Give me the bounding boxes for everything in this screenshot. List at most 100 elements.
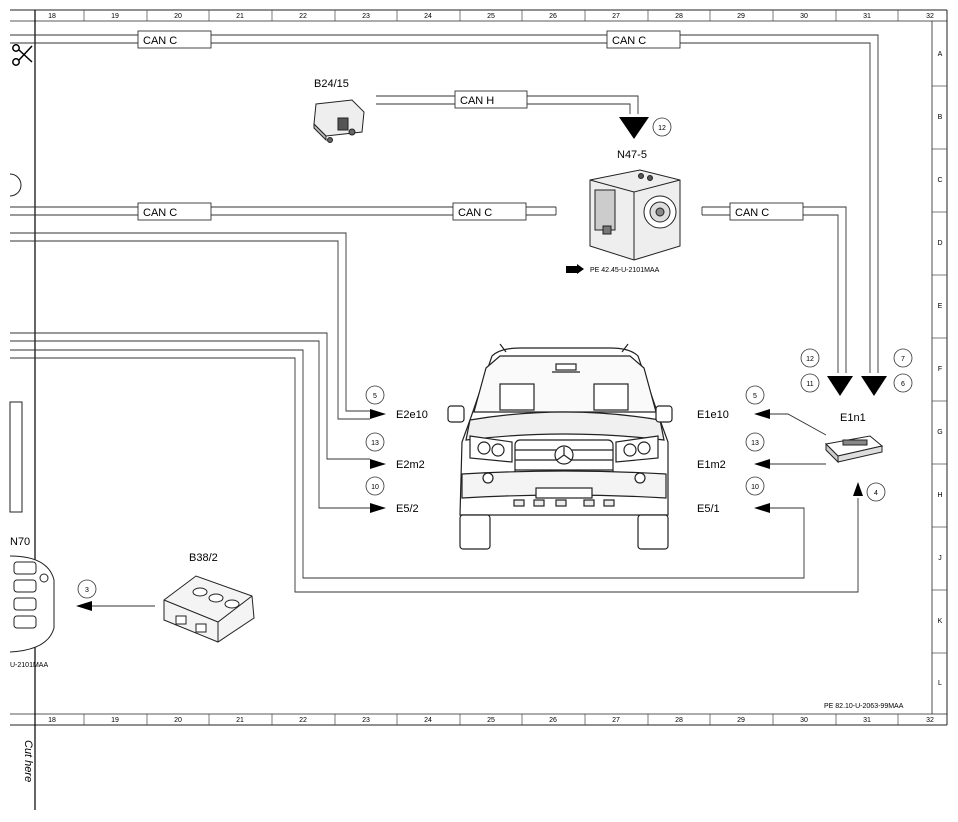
circle-number: 11 bbox=[806, 381, 813, 388]
cut-here-text: Cut here bbox=[22, 740, 34, 782]
can-c-top-bus bbox=[10, 34, 879, 373]
col-label: 19 bbox=[111, 717, 119, 724]
reference-pointer-icon bbox=[566, 264, 584, 274]
e5-2-label: E5/2 bbox=[396, 503, 419, 515]
e1e10-label: E1e10 bbox=[697, 409, 729, 421]
col-label: 21 bbox=[236, 717, 244, 724]
circle-number: 6 bbox=[901, 381, 905, 388]
arrow-right-icon bbox=[370, 459, 386, 469]
arrow-right-icon bbox=[370, 409, 386, 419]
row-label: E bbox=[938, 303, 943, 310]
row-label: K bbox=[938, 618, 943, 625]
col-label: 32 bbox=[926, 13, 934, 20]
circle-number: 10 bbox=[371, 484, 379, 491]
row-label: B bbox=[938, 114, 943, 121]
circle-number: 3 bbox=[85, 587, 89, 594]
col-label: 30 bbox=[800, 717, 808, 724]
can-c-label-box bbox=[729, 202, 804, 221]
col-label: 24 bbox=[424, 13, 432, 20]
vehicle-front-image bbox=[447, 343, 673, 550]
row-ticks bbox=[932, 85, 947, 654]
pe-reference-partial: U-2101MAA bbox=[10, 662, 48, 669]
can-c-label-box bbox=[137, 30, 212, 49]
col-label: 19 bbox=[111, 13, 119, 20]
col-label: 28 bbox=[675, 717, 683, 724]
n70-unit-image bbox=[9, 555, 55, 653]
col-label: 32 bbox=[926, 717, 934, 724]
pe-reference: PE 42.45-U-2101MAA bbox=[590, 267, 660, 274]
e1n1-module-image bbox=[824, 435, 884, 464]
row-label: G bbox=[937, 429, 942, 436]
partial-component-image bbox=[9, 401, 23, 513]
b24-15-label: B24/15 bbox=[314, 78, 349, 90]
col-label: 27 bbox=[612, 13, 620, 20]
col-label: 23 bbox=[362, 13, 370, 20]
e2m2-label: E2m2 bbox=[396, 459, 425, 471]
n70-label: N70 bbox=[10, 536, 30, 548]
left-signal-wires bbox=[10, 232, 859, 593]
col-label: 28 bbox=[675, 13, 683, 20]
arrow-left-icon bbox=[754, 459, 770, 469]
circle-number: 12 bbox=[806, 356, 814, 363]
circle-number: 5 bbox=[373, 393, 377, 400]
arrow-down-icon bbox=[619, 117, 649, 139]
reference-circles bbox=[77, 117, 913, 599]
col-label: 26 bbox=[549, 13, 557, 20]
arrow-left-icon bbox=[754, 409, 770, 419]
can-c-label: CAN C bbox=[612, 35, 646, 47]
circle-number: 4 bbox=[874, 490, 878, 497]
column-labels-top: 18 19 20 21 22 23 24 25 26 27 28 29 30 3… bbox=[48, 13, 934, 20]
can-c-middle-bus bbox=[10, 206, 847, 373]
col-label: 22 bbox=[299, 717, 307, 724]
n47-5-unit-image bbox=[589, 169, 681, 261]
col-label: 29 bbox=[737, 13, 745, 20]
col-label: 24 bbox=[424, 717, 432, 724]
circle-number: 5 bbox=[753, 393, 757, 400]
row-label: F bbox=[938, 366, 942, 373]
col-label: 27 bbox=[612, 717, 620, 724]
row-label: J bbox=[938, 555, 942, 562]
can-c-label-box bbox=[606, 30, 681, 49]
col-label: 18 bbox=[48, 717, 56, 724]
diagram-frame bbox=[10, 9, 948, 810]
col-label: 20 bbox=[174, 717, 182, 724]
pe-reference: PE 82.10-U-2063-99MAA bbox=[824, 703, 904, 710]
col-label: 23 bbox=[362, 717, 370, 724]
can-c-label: CAN C bbox=[458, 207, 492, 219]
col-label: 22 bbox=[299, 13, 307, 20]
row-labels: A B C D E F G H J K L bbox=[937, 51, 942, 687]
col-label: 30 bbox=[800, 13, 808, 20]
b38-2-label: B38/2 bbox=[189, 552, 218, 564]
col-label: 25 bbox=[487, 13, 495, 20]
col-label: 31 bbox=[863, 13, 871, 20]
col-label: 20 bbox=[174, 13, 182, 20]
circle-number: 13 bbox=[371, 440, 379, 447]
e1n1-label: E1n1 bbox=[840, 412, 866, 424]
row-label: C bbox=[937, 177, 942, 184]
row-label: A bbox=[938, 51, 943, 58]
arrow-down-icon bbox=[861, 376, 887, 396]
e5-1-label: E5/1 bbox=[697, 503, 720, 515]
circle-number: 12 bbox=[658, 125, 666, 132]
col-label: 18 bbox=[48, 13, 56, 20]
can-c-label-box bbox=[137, 202, 212, 221]
circle-number: 10 bbox=[751, 484, 759, 491]
row-label: D bbox=[937, 240, 942, 247]
row-label: L bbox=[938, 680, 942, 687]
arrow-up-icon bbox=[853, 482, 863, 496]
col-label: 29 bbox=[737, 717, 745, 724]
can-h-label-box bbox=[454, 90, 528, 109]
can-c-label: CAN C bbox=[143, 35, 177, 47]
col-label: 26 bbox=[549, 717, 557, 724]
b24-15-sensor-image bbox=[313, 99, 365, 143]
arrow-down-icon bbox=[827, 376, 853, 396]
e2e10-label: E2e10 bbox=[396, 409, 428, 421]
can-c-label-box bbox=[452, 202, 527, 221]
arrow-left-icon bbox=[76, 601, 92, 611]
arrow-right-icon bbox=[370, 503, 386, 513]
col-label: 31 bbox=[863, 717, 871, 724]
scissors-icon bbox=[12, 44, 33, 66]
arrow-left-icon bbox=[754, 503, 770, 513]
col-label: 25 bbox=[487, 717, 495, 724]
